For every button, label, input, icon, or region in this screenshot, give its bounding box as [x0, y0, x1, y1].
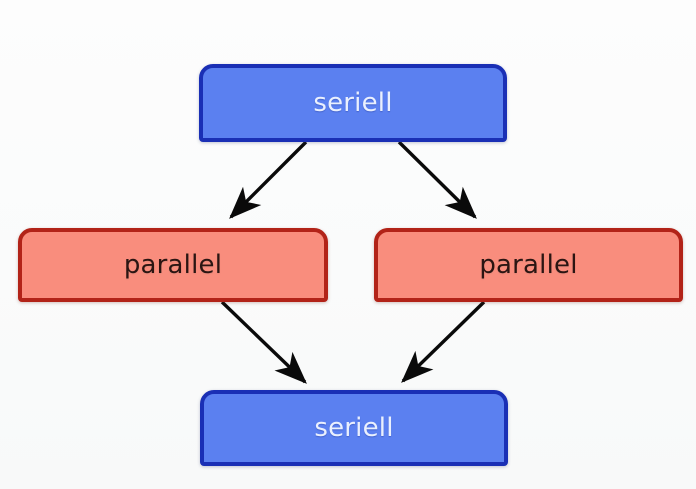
node-label: parallel [479, 250, 578, 280]
edge-right-to-bottom [401, 300, 486, 383]
node-parallel-right[interactable]: parallel [374, 228, 683, 302]
node-seriell-top[interactable]: seriell [199, 64, 507, 142]
node-label: seriell [314, 413, 394, 443]
edge-top-to-left [229, 140, 308, 219]
node-label: seriell [313, 88, 393, 118]
edge-top-to-right [397, 140, 477, 219]
node-parallel-left[interactable]: parallel [18, 228, 328, 302]
node-label: parallel [123, 250, 223, 280]
edge-left-to-bottom [220, 300, 307, 384]
node-seriell-bottom[interactable]: seriell [200, 390, 508, 466]
